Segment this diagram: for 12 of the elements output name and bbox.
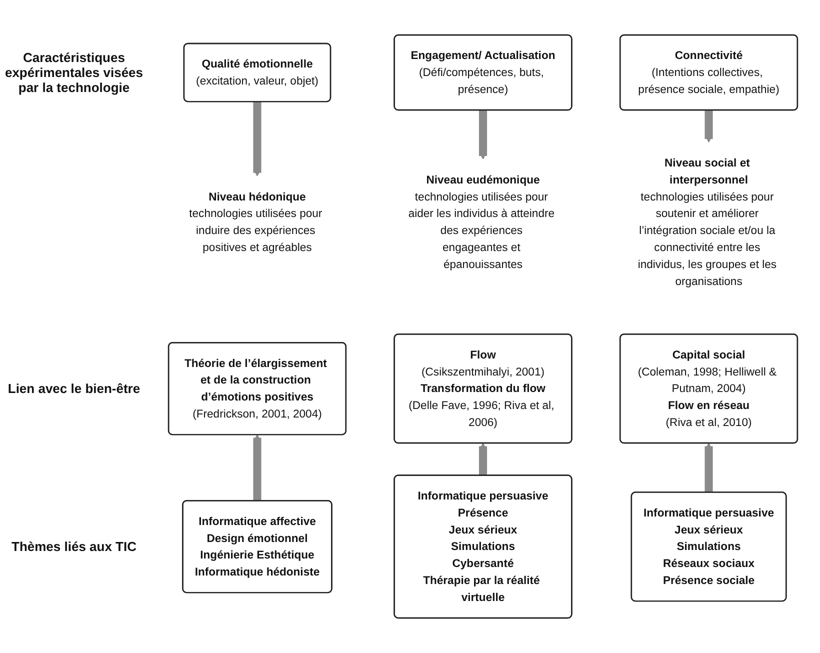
arrow — [478, 110, 488, 160]
node-text: Niveau social et interpersonnel technologies utilisées pour soutenir et améliorer l’intégration sociale et/ou la connectivité entre les individus, les groupes et les organisations — [638, 156, 777, 288]
row-label: Thèmes liés aux TIC — [10, 539, 138, 554]
node-text: Niveau hédonique technologies utilisées pour induire des expériences positives et agréables — [189, 190, 322, 254]
arrow — [478, 442, 488, 476]
row-label: Caractéristiques expérimentales visées par la technologie — [4, 50, 144, 96]
arrow — [253, 434, 262, 501]
arrow — [704, 110, 713, 143]
node-text: Niveau eudémonique technologies utilisées pour aider les individus à atteindre des expériences engageantes et épanouissantes — [408, 172, 555, 270]
arrow — [253, 102, 262, 176]
arrow — [704, 442, 713, 492]
row-label: Lien avec le bien-être — [6, 381, 142, 396]
